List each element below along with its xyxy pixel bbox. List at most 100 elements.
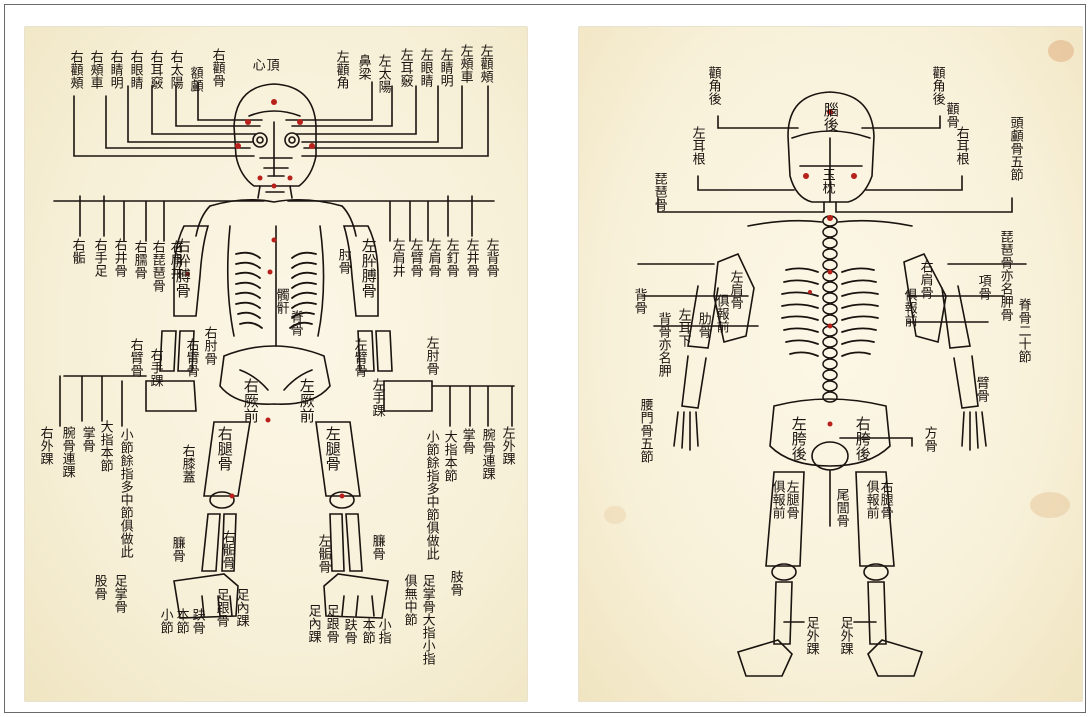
label-left-ear-root: 左耳根 (690, 126, 704, 165)
label-report-front-2: 俱報前 (902, 288, 916, 327)
label-left-outer-ankle: 左外踝 (500, 426, 514, 465)
label-outer-ankle-left: 足外踝 (804, 616, 818, 655)
label-right-ear-root: 右耳根 (954, 126, 968, 165)
label-right-hip-back: 右胯後 (854, 416, 870, 461)
label-limb-bone: 肢骨 (448, 570, 462, 596)
label-left-well-bone: 左井骨 (464, 238, 478, 277)
label-left-femur: 左腿骨 (784, 480, 798, 519)
label-left-shoulder-well: 左肩井 (390, 238, 404, 277)
label-no-middle-joint: 俱無中節 (402, 574, 416, 626)
label-left-scapula: 琵琶骨 (652, 172, 666, 211)
label-left-hip-front: 左厥前 (298, 378, 314, 423)
front-view-page: 右顴骨 額顱 右太陽 右耳竅 右眼睛 右睛明 右頰車 右顴頰 心 頂 左顴頰 左… (24, 26, 528, 702)
label-left-heel: 足跟骨 (324, 604, 338, 643)
label-coccyx: 尾閭骨 (834, 488, 848, 527)
label-right-humerus: 右臑骨 (132, 240, 146, 279)
label-cheekbone: 顴骨 (944, 102, 958, 128)
label-left-foot-palm: 足掌骨大指小指 (420, 574, 434, 665)
label-back-bone: 背骨 (632, 288, 646, 314)
label-left-jingming: 左睛明 (438, 48, 452, 87)
label-left-hip-back: 左胯後 (790, 416, 806, 461)
label-right-cheekbone: 右顴骨 (210, 48, 224, 87)
label-skull-five-sections: 頭顱骨五節 (1008, 116, 1022, 181)
label-left-temple: 左太陽 (376, 54, 390, 93)
label-spine-twenty: 脊骨二十節 (1016, 298, 1030, 363)
label-behind-cheek-left: 顴角後 (706, 66, 720, 105)
label-spine: 脊骨 (288, 310, 302, 336)
label-left-wrist-ankle: 腕骨連踝 (480, 428, 494, 480)
label-right-well-bone: 右井骨 (112, 238, 126, 277)
label-report-front-1: 俱報前 (714, 294, 728, 333)
label-heart: 心 (250, 58, 264, 71)
label-right-jingming: 右睛明 (108, 50, 122, 89)
label-right-kneecap: 右膝蓋 (180, 444, 194, 483)
label-report-front-3: 俱報前 (770, 480, 784, 519)
label-left-hand-ankle: 左手踝 (370, 378, 384, 417)
label-left-cheek-angle: 左顴角 (334, 50, 348, 89)
label-behind-cheek-right: 顴角後 (930, 66, 944, 105)
label-right-thigh-bone: 股骨 (92, 574, 106, 600)
label-right-shin: 臁骨 (170, 536, 184, 562)
label-right-femur: 右腿骨 (878, 480, 892, 519)
label-left-base-joint: 本節 (360, 618, 374, 644)
label-finger-joints-note: 小節餘指多中節俱做此 (118, 428, 132, 558)
label-wrist-ankle: 腕骨連踝 (60, 426, 74, 478)
label-left-upper-arm: 左肸膊骨 (360, 238, 376, 298)
label-right-heel: 足跟骨 (214, 588, 228, 627)
label-right-arm-bone: 右臂骨 (128, 338, 142, 377)
label-left-back-bone: 左背骨 (484, 238, 498, 277)
label-right-scapula-aka: 琵琶骨亦名胛骨 (998, 230, 1012, 321)
label-right-inner-ankle: 足內踝 (234, 588, 248, 627)
label-left-forearm: 左臂骨 (352, 338, 366, 377)
label-right-epiphysis: 右骺 (70, 238, 84, 264)
label-left-finger-joints-note: 小節餘指多中節俱做此 (424, 430, 438, 560)
label-right-temple: 右太陽 (168, 50, 182, 89)
label-right-small-joint: 小節 (158, 608, 172, 634)
label-left-under-ear: 左耳下 (676, 308, 690, 347)
label-right-hand-ankle: 右手踝 (148, 348, 162, 387)
label-right-elbow: 右肘骨 (202, 326, 216, 365)
label-lumbar-five: 腰門骨五節 (638, 398, 652, 463)
label-right-femur: 右腿骨 (216, 426, 232, 471)
label-left-cheek: 左顴頰 (478, 44, 492, 83)
label-left-jaw: 左頰車 (458, 44, 472, 83)
label-right-foot-palm: 足掌骨 (112, 574, 126, 613)
label-right-tibia: 右骺骨 (220, 530, 234, 569)
label-right-hip-front: 右厥前 (242, 378, 258, 423)
label-report-front-4: 俱報前 (864, 480, 878, 519)
label-neck-bone: 項骨 (976, 274, 990, 300)
label-back-of-head: 腦後 (822, 102, 838, 132)
label-jade-pillow: 玉枕 (820, 168, 834, 194)
label-right-cheek: 右顴頰 (68, 50, 82, 89)
red-point-markers (186, 99, 345, 499)
label-left-ear: 左耳竅 (398, 48, 412, 87)
label-right-eye: 右眼睛 (128, 50, 142, 89)
label-right-instep: 趺骨 (190, 608, 204, 634)
label-right-hand-foot: 右手足 (92, 238, 106, 277)
label-right-forearm: 右臂骨 (184, 338, 198, 377)
label-left-tibia: 左骺骨 (316, 534, 330, 573)
label-square-bone: 方骨 (922, 426, 936, 452)
label-left-arm-bone: 左臂骨 (408, 238, 422, 277)
label-right-ear: 右耳竅 (148, 50, 162, 89)
label-nose-bridge: 鼻梁 (356, 54, 370, 80)
label-thumb-base: 大指本節 (98, 420, 112, 472)
label-left-thumb-base: 大指本節 (442, 430, 456, 482)
label-outer-ankle-right: 足外踝 (838, 616, 852, 655)
label-palm-bone: 掌骨 (80, 426, 94, 452)
front-skeleton-illustration (24, 26, 528, 702)
label-left-inner-ankle: 足內踝 (306, 604, 320, 643)
label-right-jaw: 右頰車 (88, 50, 102, 89)
label-left-shoulder-bone: 左肩骨 (728, 270, 742, 309)
label-left-palm-bone: 掌骨 (460, 428, 474, 454)
back-view-page: 顴角後 腦後 顴角後 左耳根 右耳根 頭顱骨五節 玉枕 項骨 琵琶骨 琵琶骨亦名… (578, 26, 1083, 702)
label-left-femur: 左腿骨 (324, 426, 340, 471)
label-left-instep: 趺骨 (342, 618, 356, 644)
label-vertex: 頂 (264, 58, 278, 71)
label-back-bone-aka: 背骨亦名胛 (656, 312, 670, 377)
label-left-elbow: 左肘骨 (424, 336, 438, 375)
label-right-shoulder-bone: 右肩骨 (918, 260, 932, 299)
label-left-shoulder-bone: 左肩骨 (426, 238, 440, 277)
label-right-shoulder-well: 右肩井 (168, 240, 182, 279)
label-right-scapula: 右琵琶骨 (150, 240, 164, 292)
